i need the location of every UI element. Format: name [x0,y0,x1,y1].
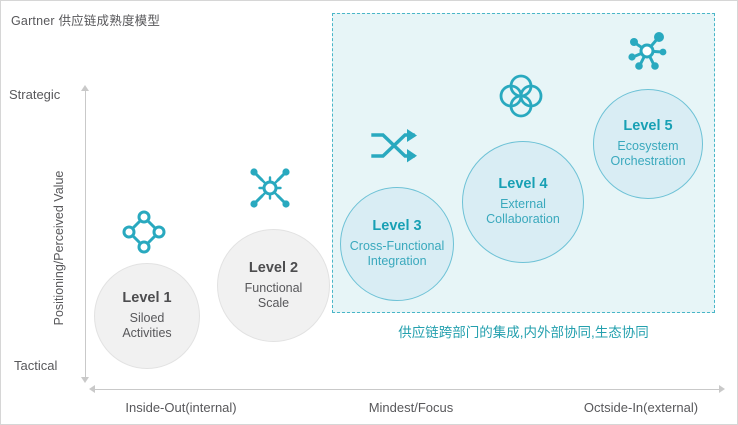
gear-spokes-icon [246,164,294,217]
x-axis-arrow-right-icon [719,385,725,393]
bubble-level-2-title: Level 2 [248,259,299,276]
x-axis-line [93,389,721,390]
x-axis-label-inside-out: Inside-Out(internal) [125,400,237,415]
bubble-level-5-desc-line1: Ecosystem [617,139,679,154]
bubble-level-2-desc-line2: Scale [257,295,290,310]
y-axis-arrow-up-icon [81,85,89,91]
y-axis-arrow-down-icon [81,377,89,383]
bubble-level-1-title: Level 1 [122,290,172,307]
y-axis-top-label: Strategic [9,87,61,102]
bubble-level-1-desc-line2: Activities [122,326,172,341]
bubble-level-4[interactable]: Level 4 External Collaboration [462,141,584,263]
shuffle-arrows-icon [369,125,419,172]
y-axis-line [85,89,86,381]
x-axis-arrow-left-icon [89,385,95,393]
bubble-level-1[interactable]: Level 1 Siloed Activities [94,263,200,369]
bubble-level-3-desc-line1: Cross-Functional [349,239,445,254]
bubble-level-3-title: Level 3 [372,218,422,235]
bubble-level-4-title: Level 4 [498,176,548,193]
bubble-level-5[interactable]: Level 5 Ecosystem Orchestration [593,89,703,199]
bubble-level-1-desc-line1: Siloed [129,311,165,326]
page-title: Gartner 供应链成熟度模型 [11,14,161,28]
x-axis-label-outside-in: Octside-In(external) [583,400,699,415]
y-axis-bottom-label: Tactical [14,358,58,373]
hub-network-icon [623,27,671,80]
clover-circles-icon [496,71,546,126]
bubble-level-4-desc-line1: External [500,197,546,212]
bubble-level-5-desc-line2: Orchestration [610,154,686,169]
ring-nodes-icon [121,209,167,260]
bubble-level-2[interactable]: Level 2 Functional Scale [217,229,330,342]
x-axis-label-mindset-focus: Mindest/Focus [368,400,454,415]
highlight-caption: 供应链跨部门的集成,内外部协同,生态协同 [398,325,649,340]
bubble-level-2-desc-line1: Functional [244,280,303,295]
bubble-level-5-title: Level 5 [623,118,673,135]
bubble-level-3-desc-line2: Integration [367,254,427,269]
bubble-level-4-desc-line2: Collaboration [486,212,560,227]
y-axis-title: Positioning/Perceived Value [52,170,66,326]
bubble-level-3[interactable]: Level 3 Cross-Functional Integration [340,187,454,301]
